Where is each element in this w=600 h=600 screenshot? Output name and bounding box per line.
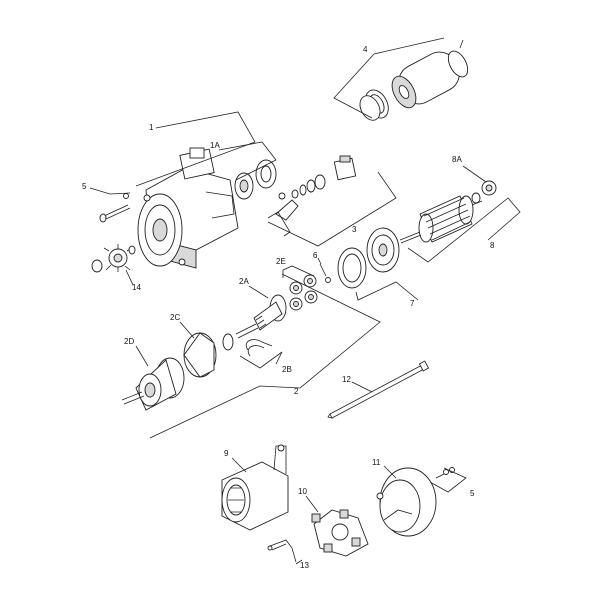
part-2E-planet-gears	[289, 274, 318, 311]
callout-13: 13	[300, 561, 309, 570]
part-5-screws-right	[435, 467, 455, 479]
part-5-bolts-left	[99, 193, 131, 223]
leader-2B	[239, 351, 283, 369]
part-1-housing	[137, 147, 239, 269]
part-13-terminal-bracket	[267, 539, 297, 563]
part-3-shift-lever	[267, 155, 357, 237]
callout-2A: 2A	[239, 277, 249, 286]
part-2C-gear-housing	[183, 332, 234, 378]
callout-1: 1	[149, 123, 154, 132]
callout-2C: 2C	[170, 313, 180, 322]
callout-3: 3	[352, 225, 357, 234]
leader-4	[373, 37, 445, 55]
part-1A-seal	[234, 159, 277, 200]
part-14-drive-gear	[91, 244, 136, 273]
leader-1A	[218, 141, 277, 181]
part-8-armature	[399, 192, 483, 244]
leader-5a	[89, 187, 131, 195]
leader-14	[125, 269, 134, 286]
callout-11: 11	[372, 458, 381, 467]
callout-2B: 2B	[282, 365, 292, 374]
leader-2E	[282, 265, 315, 278]
part-2D-pinion-clutch	[121, 357, 185, 411]
callout-9: 9	[224, 449, 229, 458]
callout-12: 12	[342, 375, 351, 384]
part-2A-carrier-shaft	[235, 294, 287, 339]
callout-10: 10	[298, 487, 307, 496]
leader-13	[295, 559, 303, 565]
part-8A-bearing	[481, 180, 497, 196]
leader-8A	[462, 165, 487, 183]
callout-2: 2	[294, 387, 299, 396]
part-11-rear-cover	[376, 467, 437, 537]
leader-2C	[179, 321, 195, 339]
part-6-pin	[319, 263, 331, 283]
leader-3	[267, 171, 397, 247]
part-9-yoke	[221, 444, 289, 531]
leader-11	[383, 465, 397, 479]
part-2B-clips	[245, 339, 273, 357]
part-12-through-bolt	[327, 360, 430, 419]
leader-4b	[333, 53, 375, 119]
callout-2E: 2E	[276, 257, 286, 266]
callout-8: 8	[490, 241, 495, 250]
leader-2D	[135, 345, 149, 367]
leader-2	[149, 273, 381, 439]
callout-7: 7	[410, 299, 415, 308]
leader-9	[231, 457, 247, 473]
leader-7	[355, 281, 419, 301]
leader-10	[305, 495, 319, 513]
leader-8	[407, 197, 521, 263]
leader-5b	[429, 467, 467, 493]
callout-8A: 8A	[452, 155, 462, 164]
callout-2D: 2D	[124, 337, 134, 346]
callout-14: 14	[132, 283, 141, 292]
leader-12	[351, 381, 373, 393]
part-10-brush-holder	[311, 509, 369, 557]
part-4-solenoid	[359, 39, 469, 121]
leader-2A	[248, 285, 269, 299]
callout-5a: 5	[82, 182, 87, 191]
leader-1	[135, 111, 256, 187]
part-7-gear-ring	[337, 227, 400, 289]
callout-6: 6	[313, 251, 318, 260]
leader-6	[317, 257, 322, 265]
callout-5b: 5	[470, 489, 475, 498]
callout-4: 4	[363, 45, 368, 54]
callout-1A: 1A	[210, 141, 220, 150]
